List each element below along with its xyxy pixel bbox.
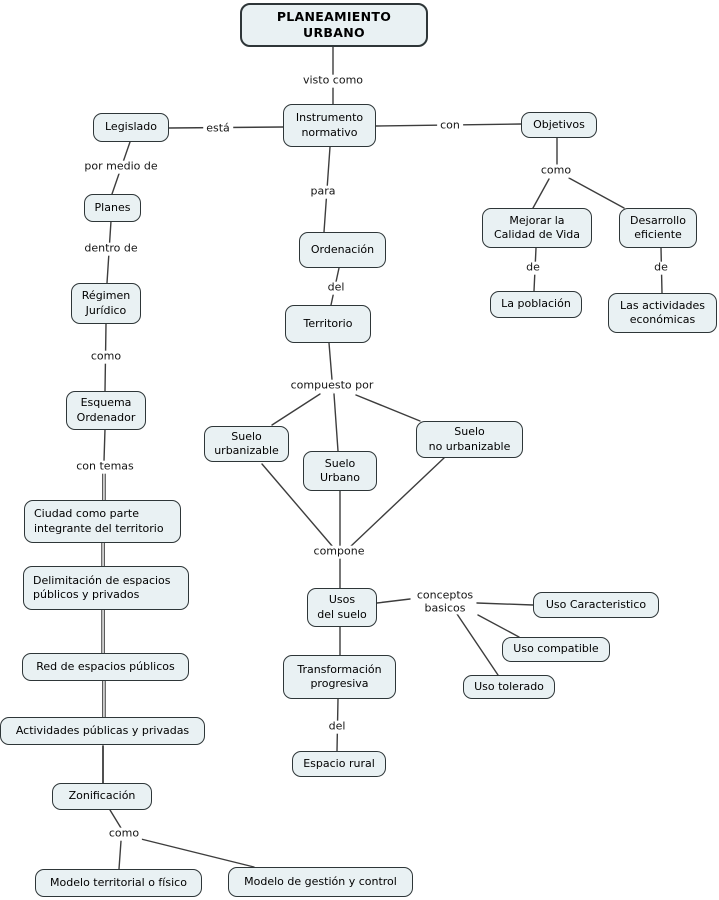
link-label-de-poblacion: de bbox=[523, 261, 543, 275]
node-transformacion-progresiva[interactable]: Transformación progresiva bbox=[283, 655, 396, 699]
node-uso-tolerado[interactable]: Uso tolerado bbox=[463, 675, 555, 699]
node-usos-del-suelo[interactable]: Usos del suelo bbox=[307, 588, 377, 627]
node-uso-compatible[interactable]: Uso compatible bbox=[502, 637, 610, 662]
node-desarrollo-eficiente[interactable]: Desarrollo eficiente bbox=[619, 208, 697, 248]
link-label-con-temas: con temas bbox=[73, 460, 137, 474]
node-suelo-urbanizable[interactable]: Suelo urbanizable bbox=[204, 426, 289, 462]
link-label-por-medio-de: por medio de bbox=[81, 160, 161, 174]
node-red-espacios-publicos[interactable]: Red de espacios públicos bbox=[22, 653, 189, 681]
node-suelo-no-urbanizable[interactable]: Suelo no urbanizable bbox=[416, 421, 523, 458]
node-esquema-ordenador[interactable]: Esquema Ordenador bbox=[66, 391, 146, 430]
link-label-para: para bbox=[307, 185, 339, 199]
node-actividades-publicas-privadas[interactable]: Actividades públicas y privadas bbox=[0, 717, 205, 745]
link-label-visto-como: visto como bbox=[299, 74, 367, 88]
link-label-compone: compone bbox=[310, 545, 368, 559]
node-regimen-juridico[interactable]: Régimen Jurídico bbox=[71, 283, 141, 324]
node-la-poblacion[interactable]: La población bbox=[490, 291, 582, 318]
node-planes[interactable]: Planes bbox=[84, 194, 141, 222]
link-label-como-esquema: como bbox=[87, 350, 125, 364]
node-ordenacion[interactable]: Ordenación bbox=[299, 232, 386, 268]
node-territorio[interactable]: Territorio bbox=[285, 305, 371, 343]
link-label-dentro-de: dentro de bbox=[81, 242, 141, 256]
link-label-esta: está bbox=[203, 122, 233, 136]
node-modelo-gestion-control[interactable]: Modelo de gestión y control bbox=[228, 867, 413, 897]
node-ciudad-parte-territorio[interactable]: Ciudad como parte integrante del territo… bbox=[24, 500, 181, 543]
node-delimitacion-espacios[interactable]: Delimitación de espacios públicos y priv… bbox=[23, 566, 189, 610]
link-label-con: con bbox=[437, 119, 463, 133]
node-zonificacion[interactable]: Zonificación bbox=[52, 783, 152, 810]
link-label-conceptos-basicos: conceptos basicos bbox=[413, 588, 477, 615]
link-label-como-modelos: como bbox=[105, 827, 143, 841]
node-actividades-economicas[interactable]: Las actividades económicas bbox=[608, 293, 717, 333]
node-suelo-urbano[interactable]: Suelo Urbano bbox=[303, 451, 377, 491]
node-instrumento-normativo[interactable]: Instrumento normativo bbox=[283, 104, 376, 147]
link-label-del-territorio: del bbox=[324, 281, 348, 295]
link-label-como-objetivos: como bbox=[537, 164, 575, 178]
node-uso-caracteristico[interactable]: Uso Caracteristico bbox=[533, 592, 659, 618]
node-modelo-territorial-fisico[interactable]: Modelo territorial o físico bbox=[35, 869, 202, 897]
node-espacio-rural[interactable]: Espacio rural bbox=[292, 751, 386, 777]
link-label-de-actividades: de bbox=[651, 261, 671, 275]
link-label-compuesto-por: compuesto por bbox=[287, 379, 377, 393]
node-legislado[interactable]: Legislado bbox=[93, 113, 169, 142]
node-mejorar-calidad-vida[interactable]: Mejorar la Calidad de Vida bbox=[482, 208, 592, 248]
link-label-del-espacio-rural: del bbox=[325, 720, 349, 734]
node-planeamiento-urbano[interactable]: PLANEAMIENTO URBANO bbox=[240, 3, 428, 47]
node-objetivos[interactable]: Objetivos bbox=[521, 112, 597, 138]
